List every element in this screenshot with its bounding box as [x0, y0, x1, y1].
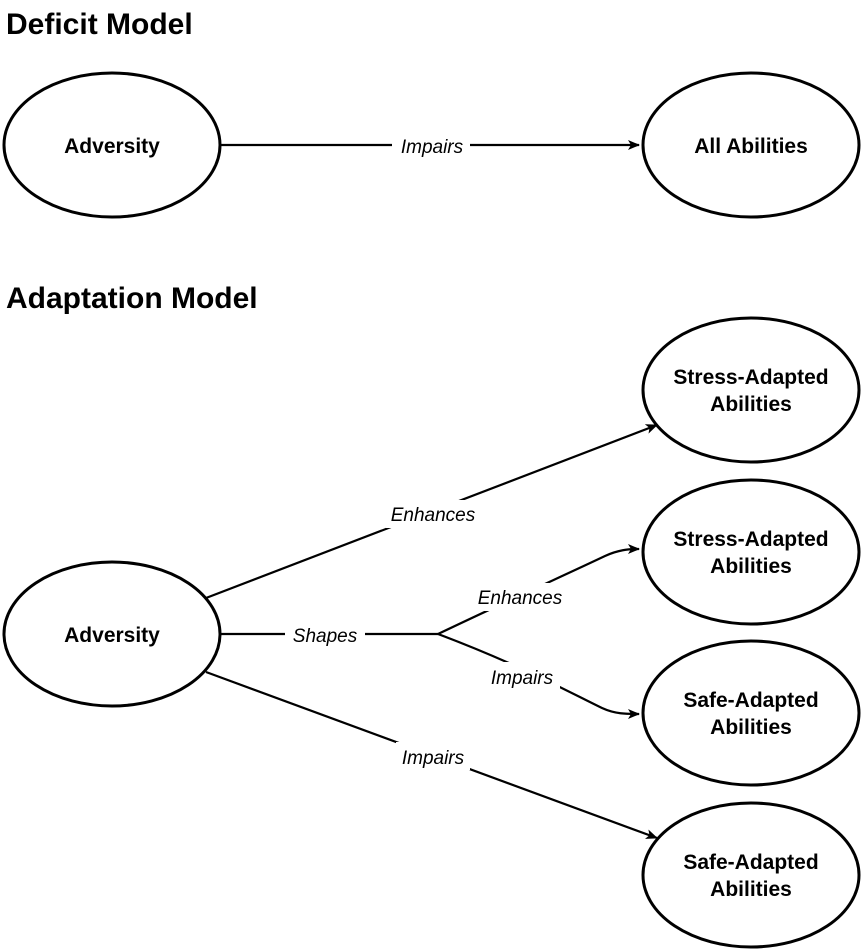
enhances-branch-label-bg: [472, 583, 568, 611]
shapes-label: Shapes: [293, 626, 358, 647]
adaptation-adversity-label: Adversity: [64, 624, 160, 647]
shapes-label-bg: [285, 620, 365, 648]
impairs-bottom-label-bg: [396, 742, 470, 770]
deficit-adversity-label: Adversity: [64, 135, 160, 158]
stress-adapted-2-line1: Stress-Adapted: [673, 528, 828, 551]
impairs-bottom-label: Impairs: [402, 748, 465, 769]
stress-adapted-1-line2: Abilities: [710, 393, 792, 416]
stress-adapted-node-2: Stress-Adapted Abilities: [641, 478, 861, 626]
adaptation-adversity-node: Adversity: [2, 560, 222, 708]
enhances-branch-label: Enhances: [478, 588, 563, 609]
safe-adapted-node-2: Safe-Adapted Abilities: [641, 801, 861, 949]
enhances-top-label-bg: [386, 500, 480, 528]
safe-adapted-node-1: Safe-Adapted Abilities: [641, 639, 861, 787]
safe-adapted-1-line2: Abilities: [710, 716, 792, 739]
safe-adapted-2-line2: Abilities: [710, 878, 792, 901]
adaptation-model-title: Adaptation Model: [6, 282, 258, 315]
safe-adapted-1-line1: Safe-Adapted: [683, 689, 818, 712]
impairs-branch-label: Impairs: [491, 668, 554, 689]
safe-adapted-2-line1: Safe-Adapted: [683, 851, 818, 874]
stress-adapted-node-1: Stress-Adapted Abilities: [641, 316, 861, 464]
stress-adapted-2-line2: Abilities: [710, 555, 792, 578]
deficit-model-title: Deficit Model: [6, 8, 193, 41]
deficit-impairs-label: Impairs: [401, 137, 464, 158]
all-abilities-node: All Abilities: [641, 71, 861, 219]
stress-adapted-1-line1: Stress-Adapted: [673, 366, 828, 389]
enhances-top-label: Enhances: [391, 505, 476, 526]
impairs-branch-edge: [437, 632, 640, 719]
deficit-adversity-node: Adversity: [2, 71, 222, 219]
deficit-impairs-label-bg: [392, 131, 470, 159]
impairs-branch-label-bg: [484, 662, 560, 690]
all-abilities-label: All Abilities: [694, 135, 808, 158]
